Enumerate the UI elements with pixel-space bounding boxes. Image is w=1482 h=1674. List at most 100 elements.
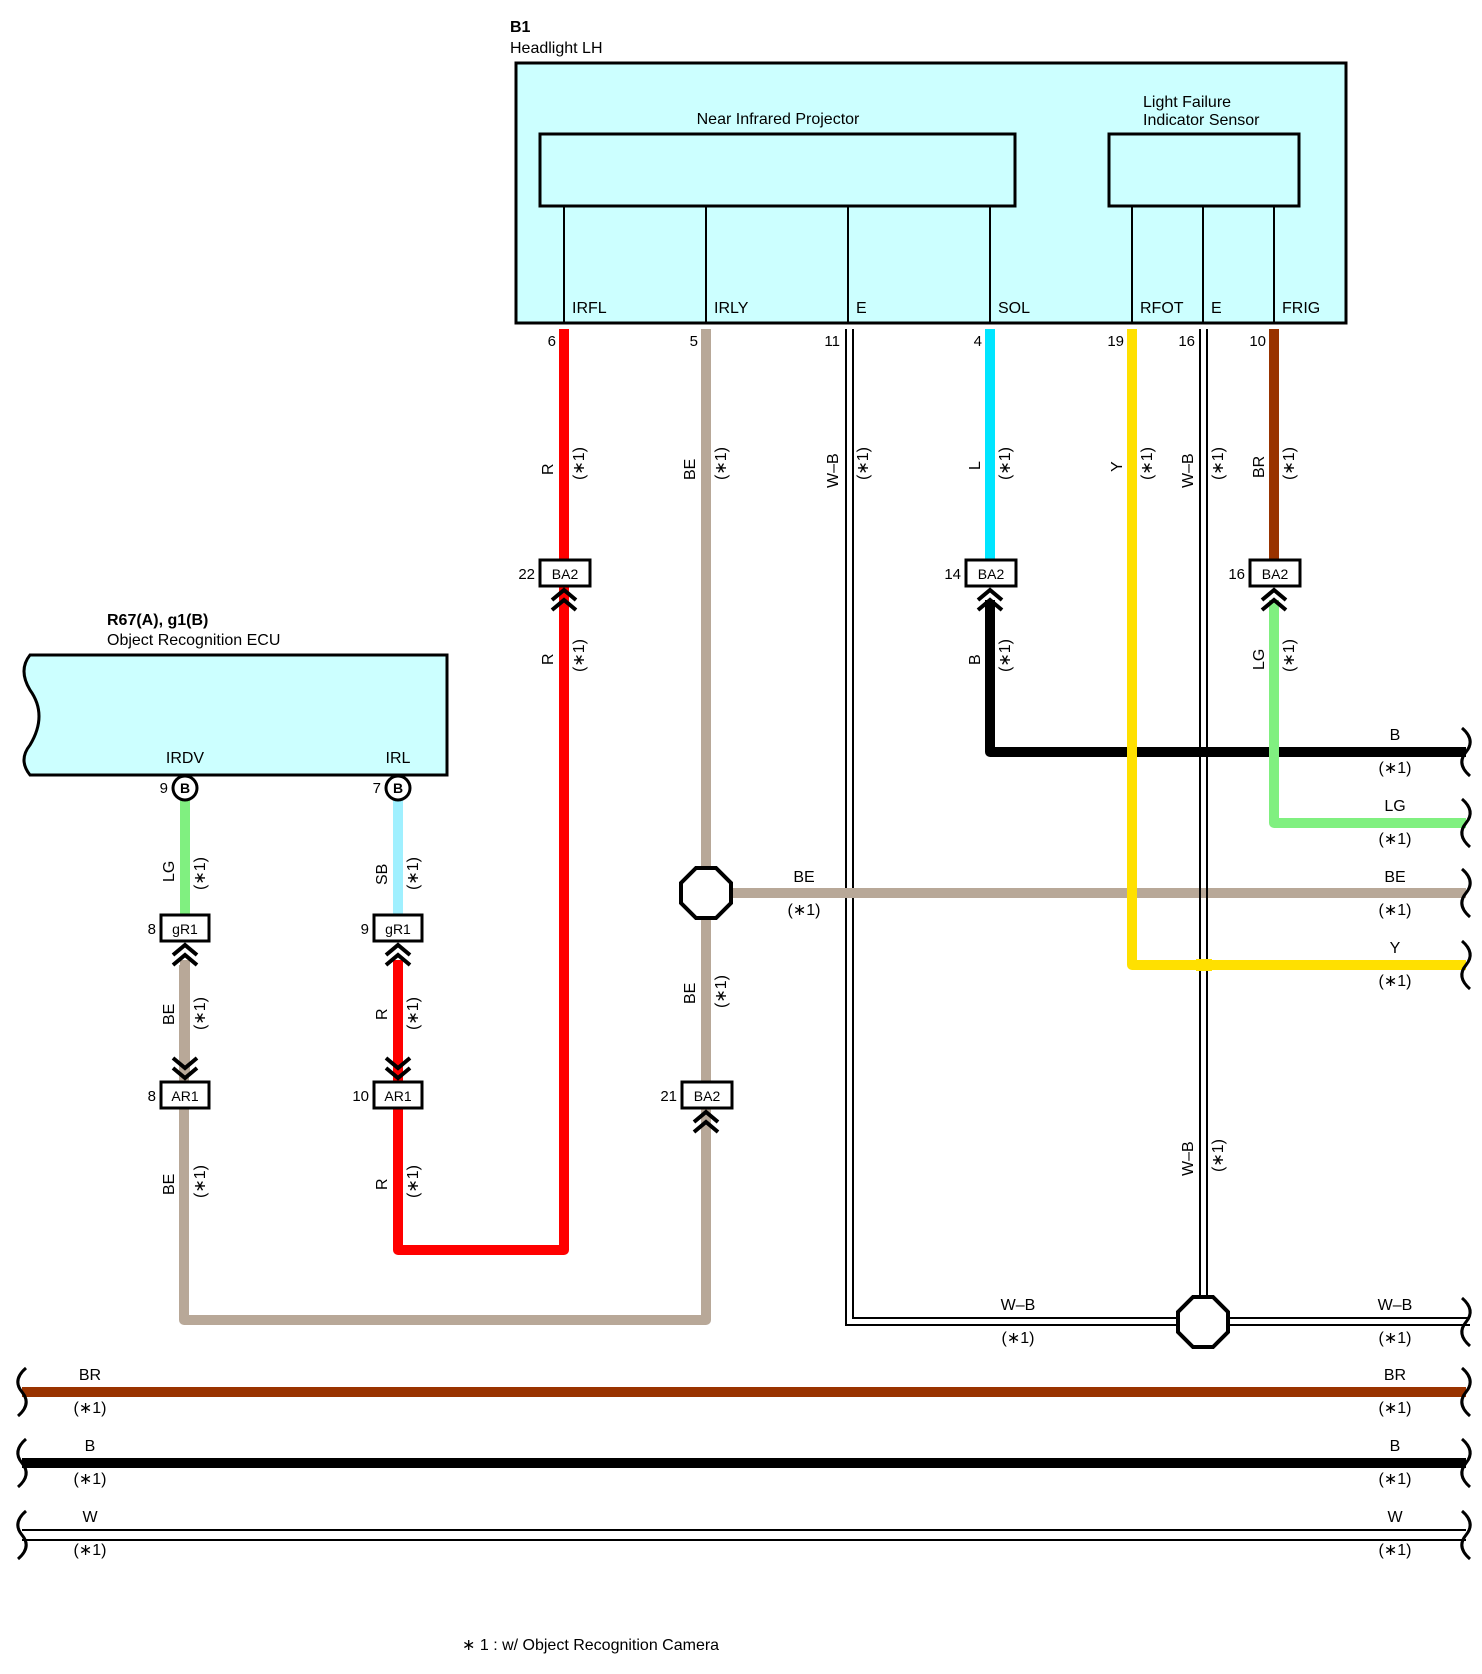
wire-black-b (985, 600, 1466, 757)
horizontal-wire-labels: B (∗1) LG (∗1) BE (∗1) BE (∗1) Y (∗1) W–… (74, 727, 1413, 1559)
connector-ar1-8 (159, 1080, 211, 1110)
pin-ba2-14: 14 (944, 566, 961, 583)
wire-wb-e1 (845, 329, 1470, 1326)
splice-wb (1176, 1295, 1230, 1349)
connector-ecu-b-irdv (171, 774, 199, 802)
wire-label-y: Y (1109, 461, 1126, 472)
chevron-up-icon (550, 587, 578, 612)
wire-label-br: BR (1251, 456, 1268, 478)
wire-label-wb-right: W–B (1378, 1297, 1413, 1314)
note-tag-b-left: (∗1) (74, 1471, 107, 1488)
note-tag-r-4: (∗1) (405, 1165, 422, 1198)
note-tag-be-3: (∗1) (713, 975, 730, 1008)
pin-e1: 11 (824, 333, 840, 350)
projector-label: Near Infrared Projector (697, 111, 860, 128)
pin-ba2-22: 22 (518, 566, 535, 583)
connector-gr1-9-label: gR1 (385, 921, 411, 937)
connector-ecu-b-irl-label: B (393, 780, 403, 796)
terminal-frig: FRIG (1282, 300, 1320, 317)
wire-wb-e2 (1199, 329, 1208, 1321)
pin-e2: 16 (1178, 333, 1195, 350)
note-tag-wb-mid: (∗1) (1002, 1330, 1035, 1347)
wire-label-be-2: BE (161, 1004, 178, 1025)
wire-label-w-right: W (1387, 1509, 1403, 1526)
pin-gr1-9: 9 (361, 921, 369, 938)
pin-ar1-10: 10 (352, 1088, 369, 1105)
pin-ar1-8: 8 (148, 1088, 156, 1105)
note-tag-w-left: (∗1) (74, 1542, 107, 1559)
pin-irl: 7 (373, 780, 381, 797)
sensor-label-2: Indicator Sensor (1143, 112, 1260, 129)
chevron-up-icon (976, 587, 1004, 612)
wire-label-sb: SB (374, 864, 391, 885)
terminal-irly: IRLY (714, 300, 749, 317)
wire-label-be-mid: BE (793, 869, 814, 886)
wire-label-be-3: BE (682, 983, 699, 1004)
wire-label-w-left: W (82, 1509, 98, 1526)
footnote: ∗ 1 : w/ Object Recognition Camera (462, 1637, 719, 1654)
headlight-name: Headlight LH (510, 40, 603, 57)
connector-gr1-8 (159, 913, 211, 943)
note-tag-y: (∗1) (1139, 447, 1156, 480)
terminal-e2: E (1211, 300, 1222, 317)
ecu-box (22, 653, 449, 777)
note-tag-b-right-2: (∗1) (1379, 1471, 1412, 1488)
note-tag-y-right: (∗1) (1379, 973, 1412, 990)
terminal-irl: IRL (386, 750, 411, 767)
wire-label-br-right: BR (1384, 1367, 1406, 1384)
chevron-up-icon (1260, 587, 1288, 612)
wire-label-r-3: R (374, 1008, 391, 1020)
wire-beige-cross-e1 (842, 888, 858, 898)
connector-ar1-8-label: AR1 (171, 1088, 198, 1104)
wire-label-lg-2: LG (161, 861, 178, 882)
wire-label-r-4: R (374, 1178, 391, 1190)
pin-ba2-16: 16 (1228, 566, 1245, 583)
note-tag-b-right: (∗1) (1379, 760, 1412, 777)
note-tag-r-1: (∗1) (571, 447, 588, 480)
note-tag-be-1: (∗1) (713, 447, 730, 480)
note-tag-br-right: (∗1) (1379, 1400, 1412, 1417)
terminal-sol: SOL (998, 300, 1030, 317)
pin-frig: 10 (1249, 333, 1266, 350)
wire-label-lg-1: LG (1251, 649, 1268, 670)
wire-label-l: L (967, 461, 984, 470)
pin-rfot: 19 (1107, 333, 1124, 350)
note-tag-w-right: (∗1) (1379, 1542, 1412, 1559)
splice-beige (679, 866, 733, 920)
note-tag-l: (∗1) (997, 447, 1014, 480)
wire-w-long (22, 1529, 1466, 1541)
connector-ar1-10 (372, 1080, 424, 1110)
pin-irdv: 9 (160, 780, 168, 797)
wire-yellow-rfot (1127, 329, 1466, 970)
note-tag-b-1: (∗1) (997, 639, 1014, 672)
wire-label-be-right: BE (1384, 869, 1405, 886)
terminal-irdv: IRDV (166, 750, 205, 767)
note-tag-r-2: (∗1) (571, 639, 588, 672)
connector-ba2-16-label: BA2 (1262, 566, 1289, 582)
note-tag-wb-2: (∗1) (1210, 447, 1227, 480)
note-tag-r-3: (∗1) (405, 997, 422, 1030)
pin-sol: 4 (974, 333, 982, 350)
terminal-rfot: RFOT (1140, 300, 1184, 317)
headlight-id: B1 (510, 19, 531, 36)
connector-ba2-22 (538, 558, 592, 588)
connector-ba2-16 (1248, 558, 1302, 588)
note-tag-lg-1: (∗1) (1281, 639, 1298, 672)
wire-yellow-cross (1196, 959, 1212, 971)
wire-label-b-left: B (85, 1438, 96, 1455)
note-tag-be-mid: (∗1) (788, 902, 821, 919)
chevron-up-icon (692, 1109, 720, 1134)
wire-lg (1269, 600, 1466, 828)
note-tag-wb-right: (∗1) (1379, 1330, 1412, 1347)
note-tag-lg-right: (∗1) (1379, 831, 1412, 848)
pin-gr1-8: 8 (148, 921, 156, 938)
connector-ba2-21-label: BA2 (694, 1088, 721, 1104)
connector-ba2-22-label: BA2 (552, 566, 579, 582)
projector-box (538, 132, 1017, 208)
wire-label-b-right-2: B (1390, 1438, 1401, 1455)
wire-label-wb-1: W–B (825, 453, 842, 488)
chevron-down-icon (171, 1056, 199, 1081)
ecu-id: R67(A), g1(B) (107, 612, 208, 629)
note-tag-br: (∗1) (1281, 447, 1298, 480)
